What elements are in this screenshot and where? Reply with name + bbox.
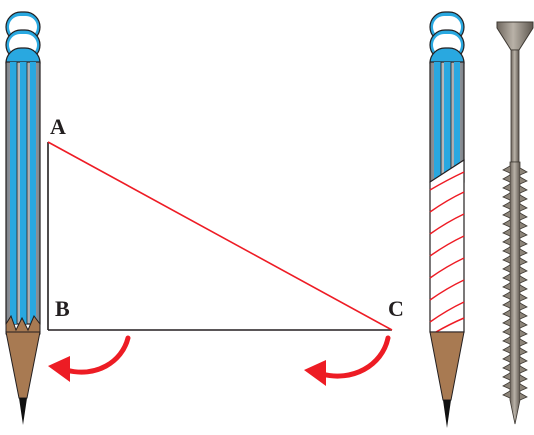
screw-thread (502, 300, 528, 311)
vertex-label-c: C (388, 296, 404, 321)
arrow-near-b (63, 335, 131, 375)
screw-thread (502, 264, 528, 275)
curved-arrow-icon (48, 335, 391, 386)
helix-lines (429, 171, 465, 333)
screw-thread (502, 282, 528, 293)
screw-threads (502, 165, 528, 401)
screw-thread (502, 309, 528, 320)
screw-thread (502, 390, 528, 401)
screw-thread (502, 291, 528, 302)
screw-thread (502, 192, 528, 203)
wrapped-pencil (429, 11, 465, 428)
screw-thread (502, 327, 528, 338)
screw-thread (502, 183, 528, 194)
screw-thread (502, 174, 528, 185)
arrow-near-c (319, 335, 391, 379)
screw-thread (502, 165, 528, 176)
screw-thread (502, 372, 528, 383)
screw-thread (502, 246, 528, 257)
screw-thread (502, 201, 528, 212)
screw-icon (496, 21, 534, 425)
vertex-label-a: A (50, 114, 66, 139)
screw-thread (502, 219, 528, 230)
screw-thread (502, 363, 528, 374)
screw-thread (502, 345, 528, 356)
vertex-label-b: B (55, 296, 70, 321)
screw (496, 21, 534, 425)
screw-thread (502, 273, 528, 284)
screw-thread (502, 381, 528, 392)
right-triangle: A B C (47, 114, 404, 331)
pencil-wrapped-with-helix-icon (429, 11, 465, 428)
screw-thread (502, 318, 528, 329)
pencil-icon (5, 11, 41, 425)
screw-thread (502, 228, 528, 239)
hypotenuse-ac (47, 141, 393, 331)
screw-thread (502, 237, 528, 248)
screw-thread (502, 336, 528, 347)
screw-thread (502, 255, 528, 266)
screw-thread (502, 354, 528, 365)
left-pencil (5, 11, 41, 425)
screw-thread (502, 210, 528, 221)
